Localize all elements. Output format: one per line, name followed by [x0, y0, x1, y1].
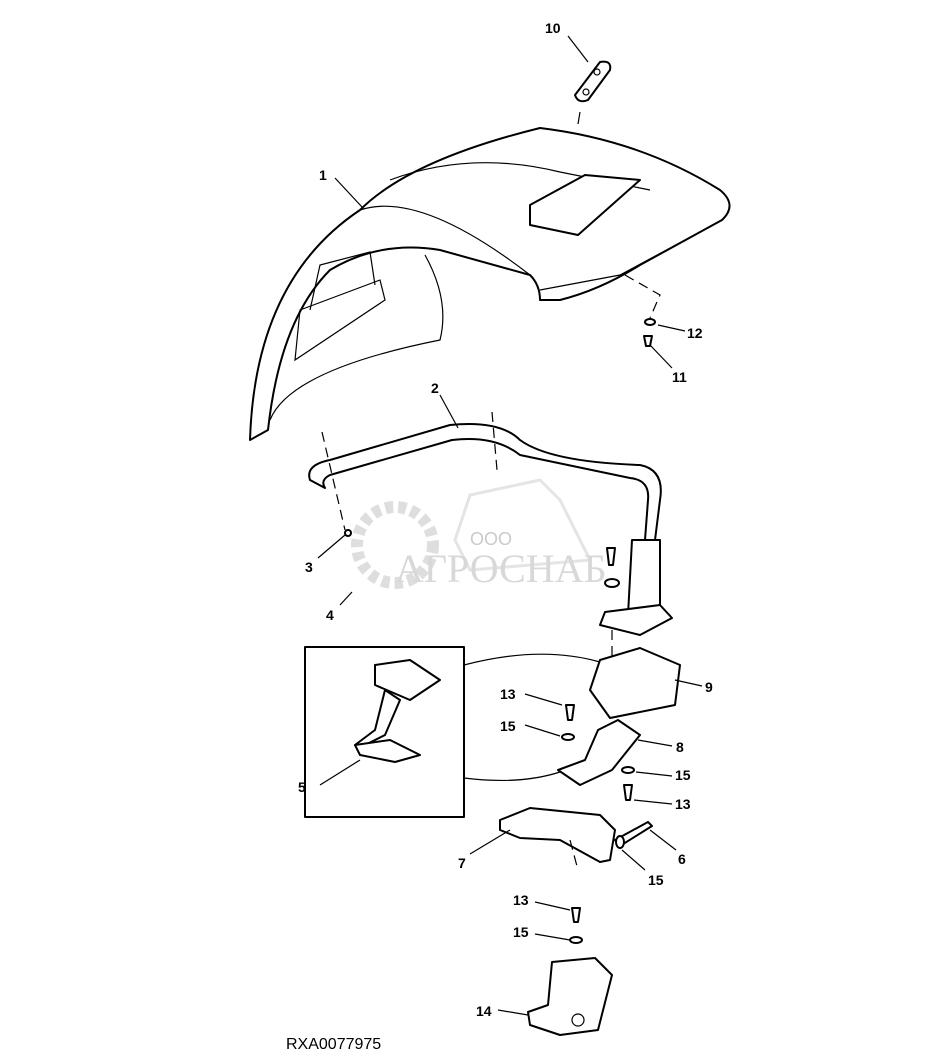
- callout-15c: 15: [648, 872, 664, 888]
- part-2-support-bar: [308, 423, 673, 636]
- watermark-name: АГРОСНАБ: [395, 546, 607, 591]
- part-10-plate: [574, 60, 612, 103]
- part-14-bracket: [527, 957, 613, 1036]
- callout-8: 8: [676, 739, 684, 755]
- callout-13b: 13: [675, 796, 691, 812]
- watermark-logo: ООО АГРОСНАБ: [351, 478, 607, 591]
- part-5-bracket: [354, 659, 441, 763]
- watermark-prefix: ООО: [470, 529, 512, 549]
- callout-10: 10: [545, 20, 561, 36]
- callout-4: 4: [326, 607, 334, 623]
- callout-1: 1: [319, 167, 327, 183]
- callout-15b: 15: [675, 767, 691, 783]
- callout-13c: 13: [513, 892, 529, 908]
- part-13-bolt: [571, 907, 581, 923]
- callout-15a: 15: [500, 718, 516, 734]
- part-9-bracket: [589, 647, 681, 719]
- callout-11: 11: [672, 369, 687, 385]
- part-15-washer: [569, 936, 583, 944]
- part-12-washer: [644, 318, 656, 326]
- callout-3: 3: [305, 559, 313, 575]
- part-11-bolt: [643, 335, 653, 347]
- part-7-bracket: [499, 807, 616, 863]
- callout-6: 6: [678, 851, 686, 867]
- callout-7: 7: [458, 855, 466, 871]
- callout-2: 2: [431, 380, 439, 396]
- figure-code: RXA0077975: [286, 1036, 381, 1053]
- part-1-fender: [249, 127, 731, 441]
- callout-13a: 13: [500, 686, 516, 702]
- callout-12: 12: [687, 325, 703, 341]
- callout-9: 9: [705, 679, 713, 695]
- callout-14: 14: [476, 1003, 492, 1019]
- part-8-bracket: [557, 719, 641, 786]
- part-3-washer: [344, 529, 352, 537]
- callout-15d: 15: [513, 924, 529, 940]
- callout-5: 5: [298, 779, 306, 795]
